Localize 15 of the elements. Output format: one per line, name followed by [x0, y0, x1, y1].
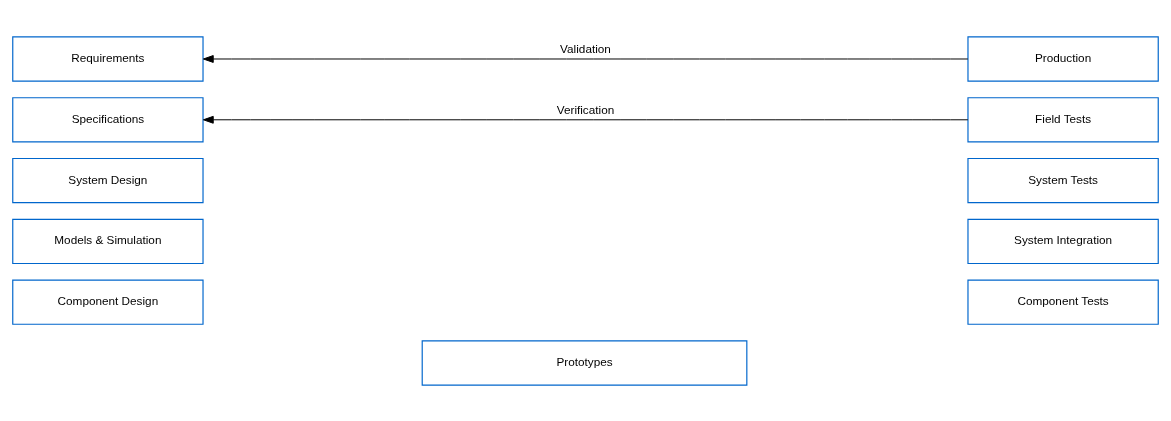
node-box: System Integration [967, 218, 1159, 264]
arrow [202, 115, 969, 124]
arrow [202, 54, 969, 63]
node-box: System Design [12, 157, 204, 203]
edge-label: Validation [560, 41, 611, 55]
node-box: Field Tests [967, 96, 1159, 142]
node-box: Component Tests [967, 279, 1159, 325]
node-box: Specifications [12, 96, 204, 142]
node-box: Prototypes [421, 339, 748, 386]
node-box: Requirements [12, 35, 204, 82]
node-box: Component Design [12, 279, 204, 325]
node-box: Production [967, 35, 1159, 82]
edge-label: Verification [556, 102, 615, 116]
node-box: Models & Simulation [12, 218, 204, 264]
node-box: System Tests [967, 157, 1159, 203]
